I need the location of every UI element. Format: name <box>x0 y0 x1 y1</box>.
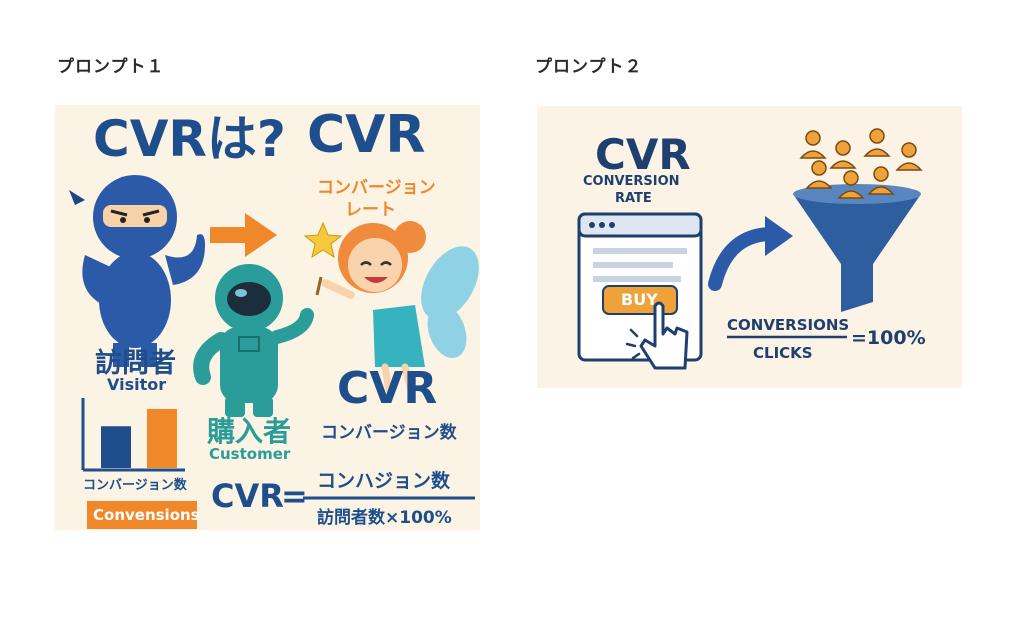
astronaut-illustration <box>193 264 314 417</box>
visitor-jp-label: 訪問者 <box>95 348 176 379</box>
formula1-denominator: 訪問者数×100% <box>317 508 452 528</box>
conversions-badge: Convensions <box>93 506 200 524</box>
formula1-numerator: コンハジョン数 <box>317 470 451 492</box>
heading-prompt-2: プロンプト２ <box>535 57 643 77</box>
formula2-denominator: CLICKS <box>753 344 813 362</box>
formula1-left: CVR <box>211 477 284 515</box>
formula1-equals: = <box>281 477 308 515</box>
card2-artwork <box>577 128 923 370</box>
conversions-count-label: コンバージョン数 <box>321 423 457 443</box>
conversions-badge-bg <box>87 501 197 529</box>
card1-title-question: CVRは? <box>93 110 286 168</box>
funnel-icon <box>793 184 921 312</box>
ninja-illustration <box>69 175 205 367</box>
hand-cursor-icon <box>625 301 689 370</box>
formula2-result: =100% <box>851 327 926 349</box>
card2-cvr-title: CVR <box>595 130 691 179</box>
cvr-big-label: CVR <box>337 363 438 414</box>
arrow-right-icon <box>210 213 277 257</box>
visitor-en-label: Visitor <box>107 375 167 394</box>
chart-caption: コンバージョン数 <box>83 478 187 493</box>
conversion-rate-line2: RATE <box>615 191 652 206</box>
people-group-icon <box>799 128 923 199</box>
customer-jp-label: 購入者 <box>207 415 292 448</box>
chart-axes <box>81 398 185 472</box>
illustration-card-1: CVRは? CVR コンバージョン レート 訪問者 Visitor 購入者 Cu… <box>55 105 480 530</box>
card1-title-cvr: CVR <box>307 105 426 165</box>
curved-arrow-icon <box>708 216 793 291</box>
card1-artwork <box>69 175 479 529</box>
formula2-numerator: CONVERSIONS <box>727 316 850 334</box>
conversion-rate-line1: CONVERSION <box>583 174 680 189</box>
fairy-illustration <box>303 221 479 394</box>
rate-label-line1: コンバージョン <box>317 178 436 198</box>
customer-en-label: Customer <box>209 445 291 463</box>
buy-button: BUY <box>621 290 658 309</box>
chart-bar-2 <box>147 408 177 468</box>
rate-label-line2: レート <box>345 200 396 220</box>
illustration-card-2: CVR CONVERSION RATE BUY CONVERSIONS CLIC… <box>537 106 962 388</box>
heading-prompt-1: プロンプト１ <box>57 57 165 77</box>
chart-bar-1 <box>101 426 131 468</box>
